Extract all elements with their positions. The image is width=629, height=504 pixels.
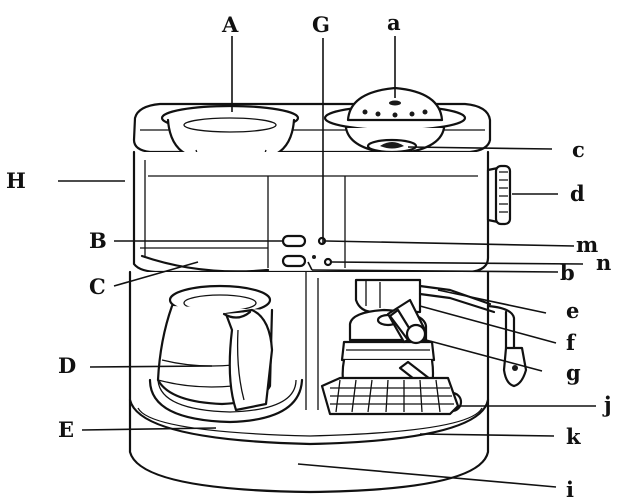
label-G: G	[312, 12, 330, 37]
steam-knob	[486, 164, 512, 226]
label-E: E	[58, 417, 74, 442]
control-panel	[281, 234, 333, 268]
espresso-indicator-light	[323, 257, 333, 267]
label-a: a	[387, 10, 401, 35]
label-A: A	[221, 12, 239, 37]
coffee-indicator-light	[317, 236, 327, 246]
coffee-carafe	[156, 284, 274, 412]
leader-lines	[58, 36, 596, 488]
label-k: k	[566, 424, 581, 449]
part-labels: A G a H c d B m n C b e f D g j E k i	[6, 10, 612, 502]
filter-holder	[354, 278, 528, 388]
label-C: C	[89, 274, 106, 299]
coffee-switch	[281, 234, 307, 248]
drip-grate	[320, 376, 460, 416]
label-D: D	[58, 353, 76, 378]
upper-housing	[132, 150, 490, 274]
label-B: B	[89, 228, 107, 253]
label-d: d	[570, 181, 585, 206]
label-j: j	[602, 392, 612, 417]
label-b: b	[560, 260, 575, 285]
label-m: m	[576, 232, 598, 257]
label-i: i	[566, 477, 574, 502]
label-e: e	[566, 298, 579, 323]
label-H: H	[6, 168, 26, 193]
label-f: f	[566, 330, 577, 355]
label-n: n	[596, 250, 611, 275]
machine-drawing	[128, 86, 528, 494]
label-c: c	[572, 137, 585, 162]
espresso-switch	[281, 254, 307, 268]
label-g: g	[566, 360, 581, 385]
